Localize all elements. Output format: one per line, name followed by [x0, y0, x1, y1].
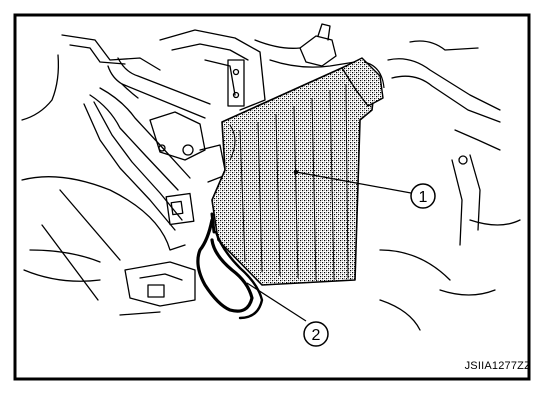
- callout-1-leader: [295, 171, 412, 194]
- callout-1-anchor: [293, 169, 299, 175]
- callout-2-leader: [246, 282, 307, 322]
- evaporator-unit: [211, 57, 385, 286]
- background-components: [21, 23, 521, 331]
- figure-code: JSIIA1277ZZ: [464, 360, 531, 372]
- callout-2-label: 2: [312, 327, 321, 344]
- sensor-harness: [196, 212, 264, 320]
- callout-1: 1: [410, 183, 436, 209]
- callout-2: 2: [303, 321, 329, 347]
- callout-1-label: 1: [419, 189, 428, 206]
